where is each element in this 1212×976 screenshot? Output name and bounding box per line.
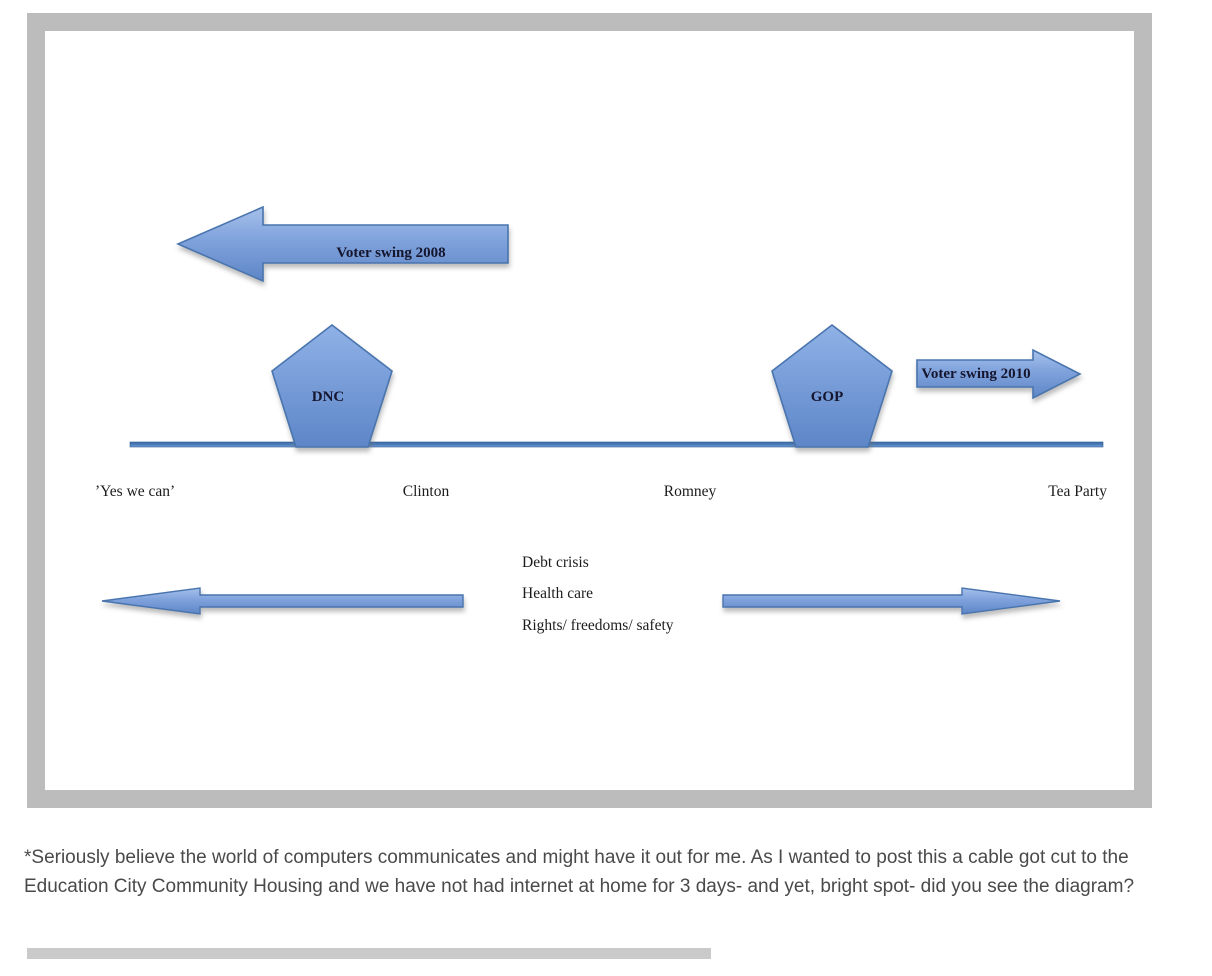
dnc-pentagon-shape	[271, 323, 393, 448]
voter-swing-2008-label: Voter swing 2008	[336, 245, 445, 261]
axis-label-clinton: Clinton	[403, 483, 450, 500]
voter-swing-2008-arrow: Voter swing 2008	[175, 205, 509, 283]
dnc-pentagon: DNC	[271, 323, 393, 448]
axis-label-romney: Romney	[664, 483, 717, 500]
post-caption-text: *Seriously believe the world of computer…	[24, 847, 1135, 897]
axis-label-yes-we-can: ’Yes we can’	[95, 483, 175, 500]
axis-label-tea-party: Tea Party	[1048, 483, 1107, 500]
political-spectrum-diagram: Voter swing 2008 Voter swing 2010 DNC GO…	[95, 205, 1107, 634]
gop-label: GOP	[811, 389, 844, 405]
voter-swing-2010-label: Voter swing 2010	[921, 366, 1030, 382]
gop-pentagon: GOP	[771, 323, 893, 448]
bottom-divider-bar	[27, 948, 711, 959]
thin-left-arrow-shape	[101, 587, 464, 615]
left-block-arrow-shape	[175, 205, 509, 283]
issues-left-arrow	[101, 587, 464, 615]
diagram-figure-frame: Voter swing 2008 Voter swing 2010 DNC GO…	[27, 13, 1152, 808]
issue-debt-crisis: Debt crisis	[522, 554, 589, 571]
right-block-arrow-shape	[916, 348, 1082, 400]
spectrum-line	[129, 441, 1104, 448]
issue-health-care: Health care	[522, 585, 593, 602]
thin-right-arrow-shape	[722, 587, 1061, 615]
issues-right-arrow	[722, 587, 1061, 615]
gop-pentagon-shape	[771, 323, 893, 448]
voter-swing-2010-arrow: Voter swing 2010	[916, 348, 1082, 400]
issue-rights-freedoms-safety: Rights/ freedoms/ safety	[522, 617, 674, 634]
dnc-label: DNC	[312, 389, 345, 405]
